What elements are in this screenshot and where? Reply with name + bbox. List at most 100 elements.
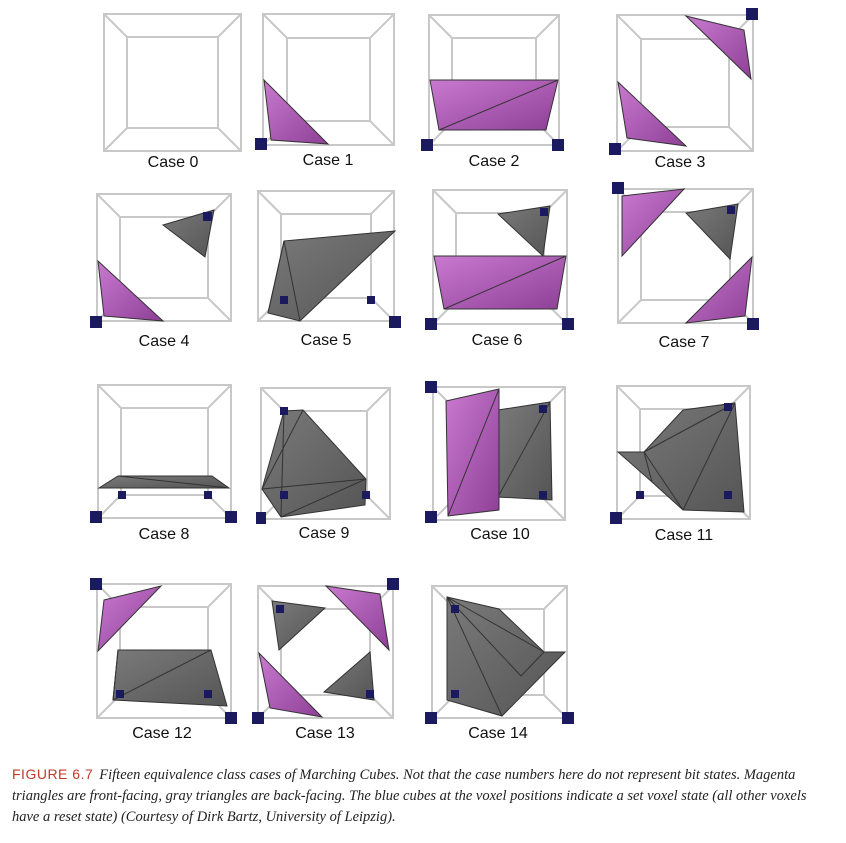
voxel-marker [451, 605, 459, 613]
voxel-marker [118, 491, 126, 499]
case-label-13: Case 13 [295, 725, 355, 742]
voxel-marker [562, 318, 574, 330]
front-facing-triangle [324, 585, 390, 652]
case-label-2: Case 2 [468, 153, 520, 170]
front-facing-triangle [621, 188, 686, 258]
voxel-marker [387, 578, 399, 590]
case-label-12: Case 12 [132, 725, 192, 742]
voxel-marker [727, 206, 735, 214]
case-10-diagram [425, 381, 566, 523]
voxel-marker [609, 143, 621, 155]
voxel-marker [562, 712, 574, 724]
voxel-marker [747, 318, 759, 330]
case-label-5: Case 5 [300, 332, 352, 349]
back-facing-triangle [496, 205, 551, 258]
voxel-marker [636, 491, 644, 499]
case-14-diagram [425, 585, 574, 724]
voxel-marker [90, 316, 102, 328]
front-facing-triangle [684, 15, 752, 81]
voxel-marker [280, 491, 288, 499]
voxel-marker [425, 511, 437, 523]
voxel-marker [724, 491, 732, 499]
cube-wireframe [103, 13, 242, 152]
back-facing-triangle [684, 203, 739, 261]
voxel-marker [204, 690, 212, 698]
case-label-8: Case 8 [138, 526, 190, 543]
case-0-diagram [103, 13, 242, 152]
case-13-diagram [252, 578, 399, 724]
case-label-10: Case 10 [470, 526, 530, 543]
case-7-diagram [612, 182, 759, 330]
caption-text: Fifteen equivalence class cases of March… [12, 767, 807, 825]
voxel-marker [540, 208, 548, 216]
front-facing-triangle [263, 78, 330, 145]
case-label-0: Case 0 [147, 154, 199, 171]
voxel-marker [425, 318, 437, 330]
back-facing-surface [267, 230, 397, 322]
back-facing-surface [446, 596, 567, 717]
case-2-diagram [421, 14, 564, 151]
voxel-marker [90, 578, 102, 590]
voxel-marker [366, 690, 374, 698]
front-facing-triangle [684, 255, 753, 324]
voxel-marker [225, 511, 237, 523]
voxel-marker [539, 491, 547, 499]
voxel-marker [421, 139, 433, 151]
front-facing-quad [429, 79, 559, 131]
voxel-marker [425, 381, 437, 393]
front-facing-triangle [97, 259, 165, 322]
voxel-marker [225, 712, 237, 724]
figure-label: FIGURE 6.7 [12, 766, 94, 782]
voxel-marker [203, 212, 212, 221]
case-label-6: Case 6 [471, 332, 523, 349]
case-12-diagram [90, 578, 237, 724]
voxel-marker [252, 712, 264, 724]
voxel-marker [610, 512, 622, 524]
front-facing-quad [433, 255, 567, 310]
voxel-marker [367, 296, 375, 304]
front-facing-triangle [258, 651, 324, 718]
voxel-marker [256, 512, 266, 524]
voxel-marker [389, 316, 401, 328]
voxel-marker [746, 8, 758, 20]
back-facing-quad [497, 401, 553, 501]
case-1-diagram [255, 13, 395, 150]
case-4-diagram [90, 193, 232, 328]
back-facing-surface [616, 402, 745, 513]
back-facing-triangle [322, 650, 375, 701]
voxel-marker [724, 403, 732, 411]
case-8-diagram [90, 384, 237, 523]
voxel-marker [612, 182, 624, 194]
voxel-marker [280, 407, 288, 415]
case-3-diagram [609, 8, 758, 155]
case-5-diagram [257, 190, 401, 328]
back-facing-surface [261, 409, 367, 518]
voxel-marker [539, 405, 547, 413]
case-label-3: Case 3 [654, 154, 706, 171]
case-9-diagram [256, 387, 391, 524]
front-facing-triangle [97, 585, 163, 653]
case-label-9: Case 9 [298, 525, 350, 542]
case-label-1: Case 1 [302, 152, 354, 169]
case-label-11: Case 11 [654, 527, 714, 544]
voxel-marker [276, 605, 284, 613]
voxel-marker [425, 712, 437, 724]
front-facing-triangle [617, 80, 688, 147]
voxel-marker [204, 491, 212, 499]
case-label-4: Case 4 [138, 333, 190, 350]
voxel-marker [116, 690, 124, 698]
voxel-marker [552, 139, 564, 151]
voxel-marker [280, 296, 288, 304]
voxel-marker [90, 511, 102, 523]
marching-cubes-figure [90, 8, 759, 724]
case-6-diagram [425, 189, 574, 330]
voxel-marker [362, 491, 370, 499]
voxel-marker [451, 690, 459, 698]
case-label-14: Case 14 [468, 725, 528, 742]
voxel-marker [255, 138, 267, 150]
back-facing-triangle [161, 209, 215, 258]
case-11-diagram [610, 385, 751, 524]
back-facing-triangle [271, 600, 327, 652]
case-label-7: Case 7 [658, 334, 710, 351]
